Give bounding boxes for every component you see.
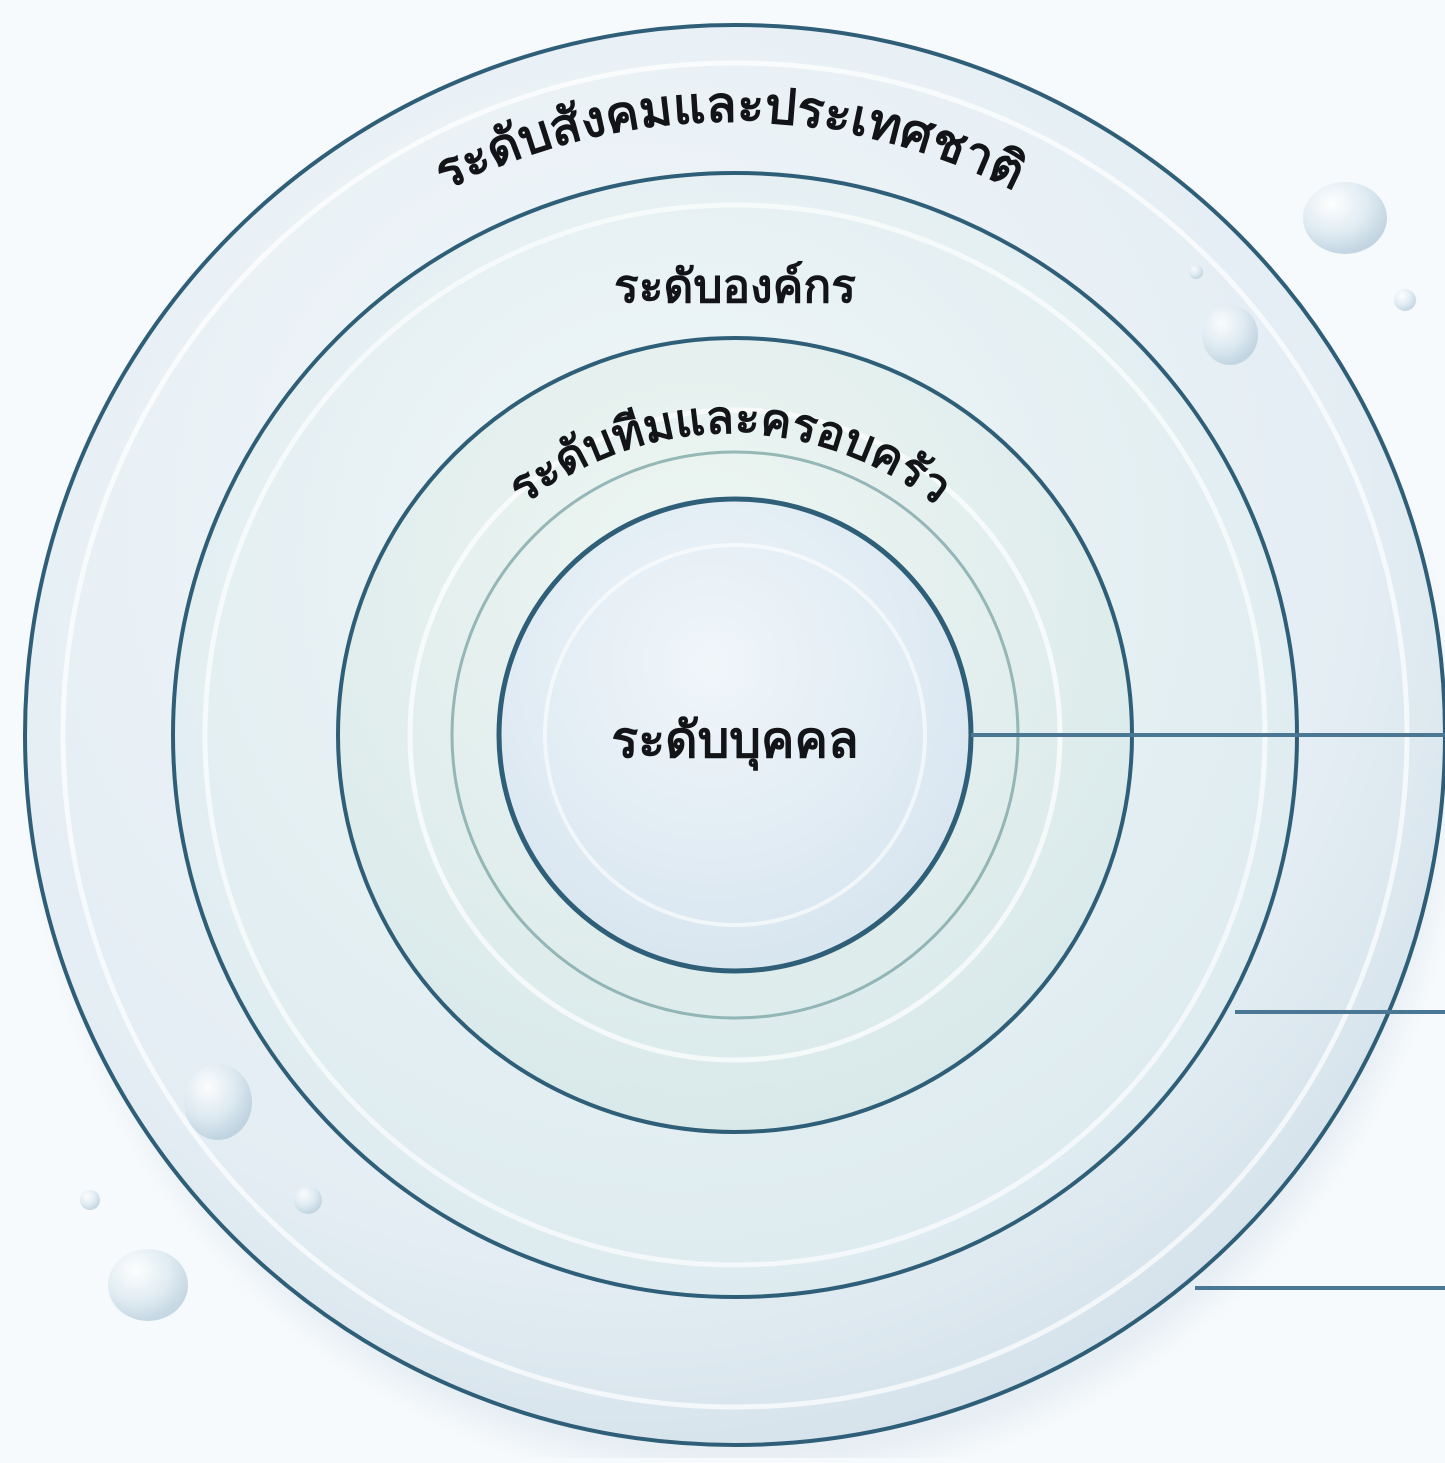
water-drop-icon [1303,182,1387,254]
water-drop-icon [108,1249,188,1321]
water-drop-icon [1202,305,1258,365]
label-individual: ระดับบุคคล [611,711,858,771]
label-organization: ระดับองค์กร [614,259,856,313]
water-drop-icon [1189,265,1203,279]
water-drop-icon [80,1190,100,1210]
water-drop-icon [1394,289,1416,311]
water-drop-icon [184,1064,252,1140]
water-drop-icon [294,1186,322,1214]
